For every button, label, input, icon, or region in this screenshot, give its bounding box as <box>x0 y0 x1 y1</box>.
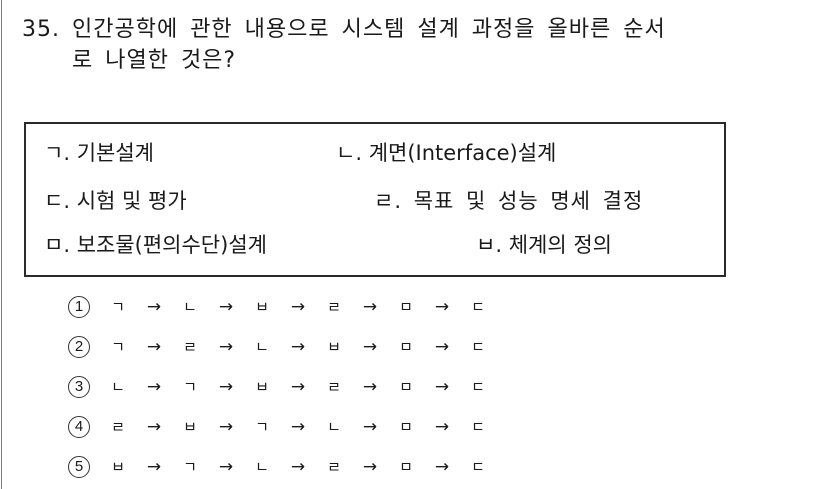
arrow-icon: → <box>290 337 306 357</box>
arrow-icon: → <box>290 377 306 397</box>
seq-token: ㅁ <box>399 418 413 436</box>
arrow-icon: → <box>146 337 162 357</box>
seq-token: ㄱ <box>255 418 269 436</box>
choice-marker: 3 <box>68 376 90 398</box>
choice-sequence: ㄱ → ㄴ → ㅂ → ㄹ → ㅁ → ㄷ <box>100 292 496 322</box>
seq-token: ㄷ <box>471 378 485 396</box>
choice-marker: 1 <box>68 296 90 318</box>
choice-marker: 2 <box>68 336 90 358</box>
seq-token: ㅂ <box>255 298 269 316</box>
question-text-line2: 로 나열한 것은? <box>72 48 237 73</box>
seq-token: ㄱ <box>111 298 125 316</box>
arrow-icon: → <box>434 337 450 357</box>
arrow-icon: → <box>362 417 378 437</box>
seq-token: ㄷ <box>471 338 485 356</box>
box-item-key: ㅂ. <box>476 233 502 257</box>
seq-token: ㄷ <box>471 298 485 316</box>
seq-token: ㅁ <box>399 378 413 396</box>
arrow-icon: → <box>434 377 450 397</box>
seq-token: ㄷ <box>471 458 485 476</box>
seq-token: ㄴ <box>327 418 341 436</box>
seq-token: ㄴ <box>255 458 269 476</box>
choice-5[interactable]: 5 ㅂ → ㄱ → ㄴ → ㄹ → ㅁ → ㄷ <box>68 452 496 482</box>
box-item-label: 시험 및 평가 <box>76 189 187 213</box>
choice-marker: 4 <box>68 416 90 438</box>
arrow-icon: → <box>146 377 162 397</box>
choice-sequence: ㄱ → ㄹ → ㄴ → ㅂ → ㅁ → ㄷ <box>100 332 496 362</box>
question-line-1: 35. 인간공학에 관한 내용으로 시스템 설계 과정을 올바른 순서 <box>22 14 782 45</box>
box-item-mieum: ㅁ. 보조물(편의수단)설계 <box>44 230 267 260</box>
choice-1[interactable]: 1 ㄱ → ㄴ → ㅂ → ㄹ → ㅁ → ㄷ <box>68 292 496 322</box>
box-item-digeut: ㄷ. 시험 및 평가 <box>44 186 187 216</box>
box-item-giyeok: ㄱ. 기본설계 <box>44 138 154 168</box>
page-left-border <box>1 0 2 489</box>
box-item-label: 계면(Interface)설계 <box>368 141 557 165</box>
arrow-icon: → <box>218 337 234 357</box>
box-item-bieup: ㅂ. 체계의 정의 <box>476 230 612 260</box>
seq-token: ㄹ <box>183 338 197 356</box>
arrow-icon: → <box>146 297 162 317</box>
arrow-icon: → <box>146 417 162 437</box>
choice-sequence: ㄹ → ㅂ → ㄱ → ㄴ → ㅁ → ㄷ <box>100 412 496 442</box>
box-item-key: ㄴ. <box>336 141 362 165</box>
question-number: 35. <box>22 17 60 42</box>
arrow-icon: → <box>146 457 162 477</box>
seq-token: ㅂ <box>183 418 197 436</box>
choice-marker: 5 <box>68 456 90 478</box>
seq-token: ㄴ <box>183 298 197 316</box>
seq-token: ㄴ <box>255 338 269 356</box>
arrow-icon: → <box>362 297 378 317</box>
box-item-nieun: ㄴ. 계면(Interface)설계 <box>336 138 556 168</box>
choice-2[interactable]: 2 ㄱ → ㄹ → ㄴ → ㅂ → ㅁ → ㄷ <box>68 332 496 362</box>
box-item-label: 체계의 정의 <box>508 233 612 257</box>
question-stem: 35. 인간공학에 관한 내용으로 시스템 설계 과정을 올바른 순서 로 나열한… <box>22 14 782 76</box>
arrow-icon: → <box>434 417 450 437</box>
box-item-key: ㅁ. <box>44 233 70 257</box>
seq-token: ㅂ <box>327 338 341 356</box>
seq-token: ㄹ <box>111 418 125 436</box>
seq-token: ㄹ <box>327 458 341 476</box>
box-item-key: ㄹ. <box>374 189 402 213</box>
choice-4[interactable]: 4 ㄹ → ㅂ → ㄱ → ㄴ → ㅁ → ㄷ <box>68 412 496 442</box>
arrow-icon: → <box>362 337 378 357</box>
arrow-icon: → <box>218 417 234 437</box>
question-text-line1: 인간공학에 관한 내용으로 시스템 설계 과정을 올바른 순서 <box>72 17 666 42</box>
choice-sequence: ㅂ → ㄱ → ㄴ → ㄹ → ㅁ → ㄷ <box>100 452 496 482</box>
seq-token: ㅂ <box>111 458 125 476</box>
seq-token: ㄱ <box>183 458 197 476</box>
arrow-icon: → <box>218 297 234 317</box>
arrow-icon: → <box>362 457 378 477</box>
arrow-icon: → <box>290 297 306 317</box>
condition-box: ㄱ. 기본설계 ㄴ. 계면(Interface)설계 ㄷ. 시험 및 평가 ㄹ.… <box>24 122 726 277</box>
choice-sequence: ㄴ → ㄱ → ㅂ → ㄹ → ㅁ → ㄷ <box>100 372 496 402</box>
arrow-icon: → <box>434 457 450 477</box>
seq-token: ㅁ <box>399 298 413 316</box>
box-item-key: ㄷ. <box>44 189 70 213</box>
choice-3[interactable]: 3 ㄴ → ㄱ → ㅂ → ㄹ → ㅁ → ㄷ <box>68 372 496 402</box>
seq-token: ㄹ <box>327 298 341 316</box>
box-item-label: 보조물(편의수단)설계 <box>76 233 267 257</box>
seq-token: ㄱ <box>183 378 197 396</box>
arrow-icon: → <box>362 377 378 397</box>
seq-token: ㅁ <box>399 458 413 476</box>
seq-token: ㄷ <box>471 418 485 436</box>
seq-token: ㄹ <box>327 378 341 396</box>
arrow-icon: → <box>218 377 234 397</box>
box-item-label: 기본설계 <box>76 141 154 165</box>
box-item-key: ㄱ. <box>44 141 70 165</box>
box-item-label: 목표 및 성능 명세 결정 <box>413 189 644 213</box>
arrow-icon: → <box>290 417 306 437</box>
arrow-icon: → <box>218 457 234 477</box>
seq-token: ㅂ <box>255 378 269 396</box>
arrow-icon: → <box>290 457 306 477</box>
box-item-rieul: ㄹ. 목표 및 성능 명세 결정 <box>374 186 643 216</box>
seq-token: ㅁ <box>399 338 413 356</box>
seq-token: ㄴ <box>111 378 125 396</box>
arrow-icon: → <box>434 297 450 317</box>
seq-token: ㄱ <box>111 338 125 356</box>
